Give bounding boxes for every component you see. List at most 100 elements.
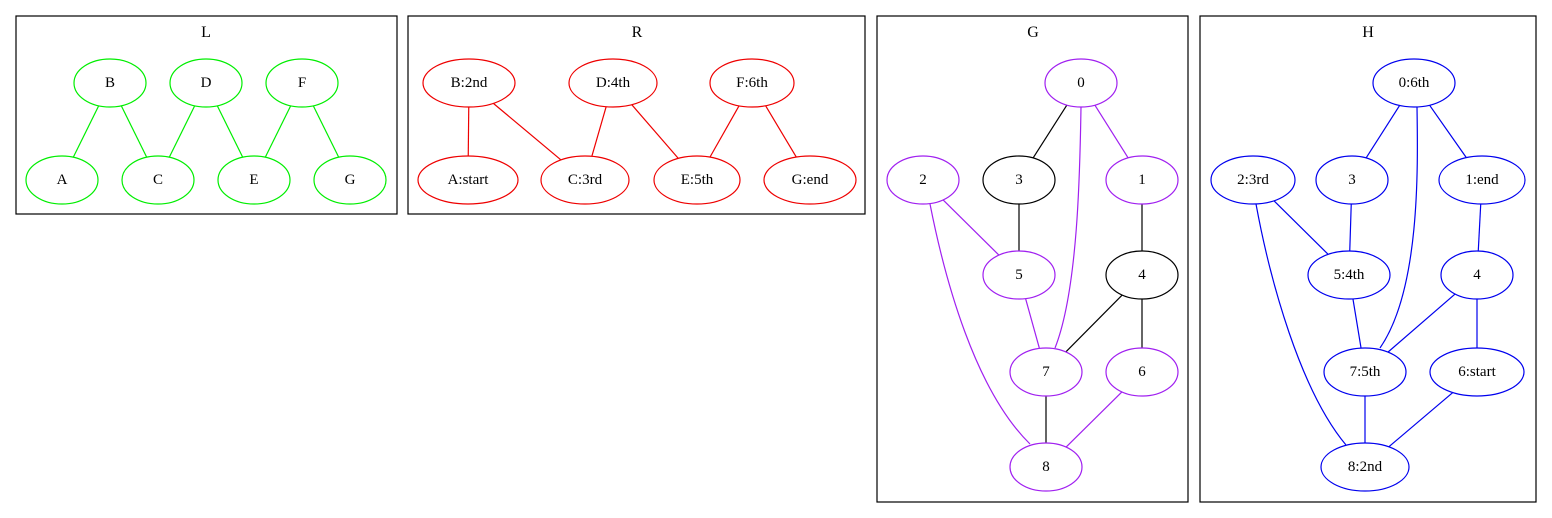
node-H-5: 5:4th bbox=[1307, 250, 1391, 300]
node-R-A: A:start bbox=[417, 155, 519, 205]
edge-H-0-7 bbox=[1379, 106, 1418, 349]
edge-G-2-8 bbox=[929, 203, 1031, 445]
node-ellipse bbox=[653, 155, 741, 205]
node-ellipse bbox=[73, 58, 147, 108]
edge-H-2-5 bbox=[1273, 200, 1329, 255]
node-ellipse bbox=[709, 58, 795, 108]
node-ellipse bbox=[265, 58, 339, 108]
node-ellipse bbox=[169, 58, 243, 108]
node-label: A bbox=[57, 172, 68, 188]
node-ellipse bbox=[763, 155, 857, 205]
node-G-4: 4 bbox=[1105, 250, 1179, 300]
node-label: D:4th bbox=[596, 75, 631, 91]
edge-L-B-A bbox=[72, 105, 100, 158]
node-G-1: 1 bbox=[1105, 155, 1179, 205]
node-ellipse bbox=[886, 155, 960, 205]
node-label: 7 bbox=[1042, 364, 1050, 380]
node-label: 4 bbox=[1138, 267, 1146, 283]
node-G-7: 7 bbox=[1009, 347, 1083, 397]
node-ellipse bbox=[1372, 58, 1456, 108]
node-H-1: 1:end bbox=[1438, 155, 1526, 205]
node-label: F:6th bbox=[736, 75, 768, 91]
node-L-E: E bbox=[217, 155, 291, 205]
node-G-3: 3 bbox=[982, 155, 1056, 205]
edge-L-F-G bbox=[312, 105, 340, 158]
edge-H-6-8 bbox=[1388, 392, 1454, 448]
node-ellipse bbox=[217, 155, 291, 205]
node-label: 6:start bbox=[1458, 364, 1496, 380]
edge-H-0-1 bbox=[1429, 104, 1467, 158]
edge-G-5-7 bbox=[1024, 298, 1041, 349]
edge-R-B-A bbox=[467, 106, 470, 157]
node-L-F: F bbox=[265, 58, 339, 108]
node-R-B: B:2nd bbox=[422, 58, 516, 108]
node-ellipse bbox=[1210, 155, 1296, 205]
edge-H-5-7 bbox=[1352, 298, 1362, 349]
node-ellipse bbox=[1009, 347, 1083, 397]
edge-H-0-3 bbox=[1365, 105, 1401, 159]
edge-G-4-7 bbox=[1065, 294, 1123, 353]
node-label: 5 bbox=[1015, 267, 1023, 283]
node-ellipse bbox=[1320, 442, 1410, 492]
node-R-D: D:4th bbox=[568, 58, 658, 108]
node-L-A: A bbox=[25, 155, 99, 205]
node-label: B:2nd bbox=[451, 75, 488, 91]
node-ellipse bbox=[568, 58, 658, 108]
edge-G-0-7 bbox=[1054, 106, 1082, 349]
node-H-3: 3 bbox=[1315, 155, 1389, 205]
node-H-8: 8:2nd bbox=[1320, 442, 1410, 492]
node-label: F bbox=[298, 75, 306, 91]
node-label: D bbox=[201, 75, 212, 91]
node-ellipse bbox=[982, 250, 1056, 300]
node-label: 2 bbox=[919, 172, 927, 188]
edge-G-6-8 bbox=[1065, 391, 1123, 448]
panel-frame bbox=[407, 15, 866, 215]
panel-frame bbox=[15, 15, 398, 215]
node-ellipse bbox=[540, 155, 630, 205]
node-label: 0 bbox=[1077, 75, 1085, 91]
node-G-6: 6 bbox=[1105, 347, 1179, 397]
node-ellipse bbox=[1440, 250, 1514, 300]
node-ellipse bbox=[1105, 155, 1179, 205]
edge-H-1-4 bbox=[1477, 203, 1482, 252]
edge-G-0-3 bbox=[1032, 104, 1068, 159]
node-ellipse bbox=[25, 155, 99, 205]
panel-title: R bbox=[632, 24, 643, 41]
node-L-G: G bbox=[313, 155, 387, 205]
panel-title: G bbox=[1027, 24, 1039, 41]
node-L-B: B bbox=[73, 58, 147, 108]
edge-L-D-E bbox=[216, 105, 244, 158]
node-ellipse bbox=[982, 155, 1056, 205]
node-G-5: 5 bbox=[982, 250, 1056, 300]
node-label: 1 bbox=[1138, 172, 1146, 188]
node-ellipse bbox=[422, 58, 516, 108]
node-label: E:5th bbox=[681, 172, 714, 188]
node-label: 1:end bbox=[1465, 172, 1499, 188]
node-L-C: C bbox=[121, 155, 195, 205]
node-R-C: C:3rd bbox=[540, 155, 630, 205]
edge-R-D-E bbox=[631, 104, 679, 159]
node-label: 2:3rd bbox=[1237, 172, 1269, 188]
node-ellipse bbox=[1323, 347, 1407, 397]
node-ellipse bbox=[417, 155, 519, 205]
node-label: 8 bbox=[1042, 459, 1050, 475]
node-G-8: 8 bbox=[1009, 442, 1083, 492]
node-ellipse bbox=[1105, 347, 1179, 397]
panel-title: H bbox=[1362, 24, 1374, 41]
edge-H-4-7 bbox=[1387, 293, 1456, 353]
edge-G-0-1 bbox=[1094, 104, 1129, 159]
node-label: C bbox=[153, 172, 163, 188]
node-ellipse bbox=[121, 155, 195, 205]
node-label: E bbox=[249, 172, 258, 188]
node-ellipse bbox=[313, 155, 387, 205]
node-ellipse bbox=[1429, 347, 1525, 397]
node-label: 3 bbox=[1015, 172, 1023, 188]
edge-R-F-E bbox=[709, 105, 740, 158]
node-label: 5:4th bbox=[1334, 267, 1365, 283]
node-H-6: 6:start bbox=[1429, 347, 1525, 397]
edge-H-3-5 bbox=[1349, 203, 1352, 252]
node-ellipse bbox=[1009, 442, 1083, 492]
